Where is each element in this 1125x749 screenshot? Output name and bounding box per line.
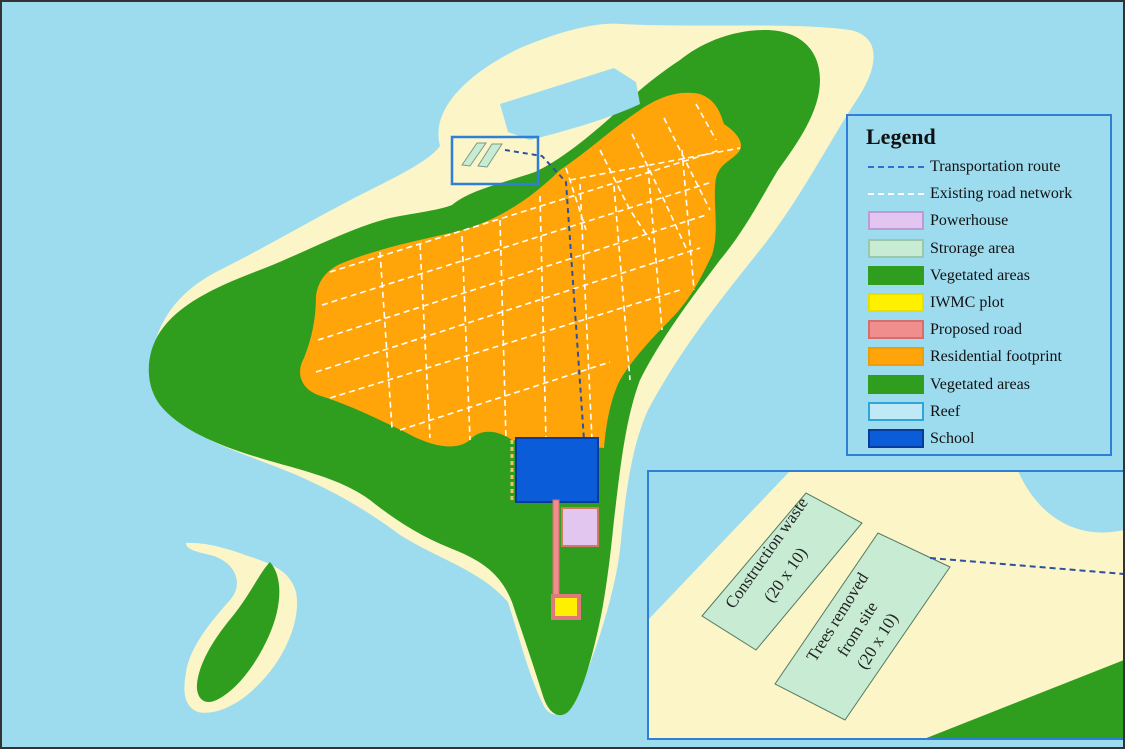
legend-swatch xyxy=(868,293,924,312)
legend-swatch xyxy=(868,374,924,394)
legend-label: Proposed road xyxy=(930,321,1022,339)
inset-panel: Construction waste (20 x 10) Trees remov… xyxy=(647,470,1125,740)
inset-transportation-route xyxy=(929,557,1125,575)
legend-item: School xyxy=(868,428,1113,450)
inset-sea xyxy=(648,471,1124,533)
school xyxy=(515,437,599,503)
legend-label: Existing road network xyxy=(930,185,1073,203)
storage-highlight-box xyxy=(450,135,540,186)
legend-item: Powerhouse xyxy=(868,210,1113,232)
legend-title: Legend xyxy=(866,124,936,149)
construction-waste-plot xyxy=(701,492,863,651)
proposed-road-lower xyxy=(552,499,560,597)
legend-item: Vegetated areas xyxy=(868,265,1113,287)
legend-label: Strorage area xyxy=(930,239,1015,257)
legend-swatch xyxy=(868,401,924,421)
legend-swatch xyxy=(868,238,924,258)
inset-sea-left xyxy=(648,471,790,620)
legend-item: IWMC plot xyxy=(868,292,1113,314)
legend-item: Vegetated areas xyxy=(868,374,1113,396)
legend-label: Residential footprint xyxy=(930,348,1062,366)
legend-swatch xyxy=(868,265,924,285)
legend-item: Strorage area xyxy=(868,238,1113,260)
legend-line-symbol xyxy=(868,166,924,168)
storage-area xyxy=(461,142,503,168)
residential-footprint xyxy=(300,92,742,448)
legend-swatch xyxy=(868,429,924,448)
legend-label: Vegetated areas xyxy=(930,266,1030,284)
trees-removed-plot xyxy=(774,532,951,721)
jetty-basin xyxy=(500,68,640,140)
legend-item: Existing road network xyxy=(868,183,1113,205)
legend-label: Powerhouse xyxy=(930,212,1009,230)
powerhouse xyxy=(561,507,599,547)
legend-item: Residential footprint xyxy=(868,346,1113,368)
jetty xyxy=(494,28,620,104)
legend-item: Transportation route xyxy=(868,156,1113,178)
legend-label: Vegetated areas xyxy=(930,375,1030,393)
legend-item: Reef xyxy=(868,401,1113,423)
islet-vegetation xyxy=(196,562,280,703)
legend-label: School xyxy=(930,430,975,447)
legend-label: Transportation route xyxy=(930,158,1061,175)
legend-swatch xyxy=(868,211,924,231)
inset-vegetation xyxy=(924,660,1124,739)
legend-line-symbol xyxy=(868,193,924,196)
legend-swatch xyxy=(868,320,924,340)
legend-label: Reef xyxy=(930,402,961,420)
legend-swatch xyxy=(868,347,924,367)
legend-label: IWMC plot xyxy=(930,294,1005,311)
existing-road-network xyxy=(315,103,741,441)
iwmc-plot xyxy=(551,594,581,620)
transportation-route xyxy=(504,149,585,441)
legend-item: Proposed road xyxy=(868,319,1113,341)
